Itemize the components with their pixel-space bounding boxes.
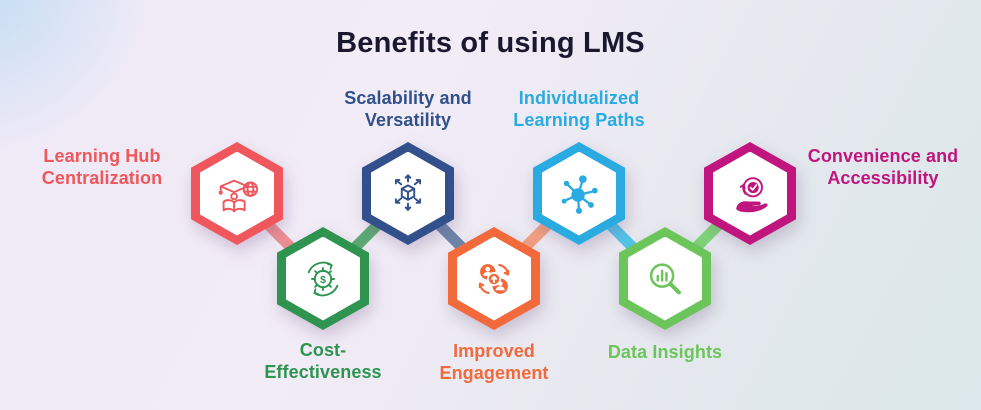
hexagon-border <box>191 142 283 245</box>
hexagon-convenience <box>704 142 796 245</box>
graduation-globe-icon <box>218 179 259 212</box>
cube-expand-icon <box>394 173 422 211</box>
magnifier-chart-icon <box>649 262 681 294</box>
label-convenience: Convenience and Accessibility <box>807 146 959 188</box>
label-engagement: Improved Engagement <box>439 341 549 383</box>
hexagon-border <box>362 142 454 245</box>
hand-check-icon <box>736 176 768 212</box>
hexagon-engagement <box>448 227 540 330</box>
label-learning-hub: Learning Hub Centralization <box>41 146 163 188</box>
label-scalability: Scalability and Versatility <box>344 88 472 130</box>
hexagon-inner <box>713 151 787 236</box>
hexagon-border <box>533 142 625 245</box>
hexagon-inner <box>628 236 702 321</box>
hexagon-inner <box>200 151 274 236</box>
hexagon-learning-paths <box>533 142 625 245</box>
gear-dollar-cycle-icon: $ <box>307 261 339 296</box>
hexagon-inner <box>542 151 616 236</box>
hexagon-data-insights <box>619 227 711 330</box>
hexagon-border <box>704 142 796 245</box>
hexagon-cost-effectiveness: $ <box>277 227 369 330</box>
svg-text:$: $ <box>320 273 326 285</box>
hexagon-border <box>619 227 711 330</box>
hexagon-inner: $ <box>286 236 360 321</box>
page-title: Benefits of using LMS <box>336 27 645 59</box>
label-cost-effectiveness: Cost-Effectiveness <box>264 340 382 382</box>
hexagon-border <box>448 227 540 330</box>
hexagon-inner <box>457 236 531 321</box>
hexagon-scalability <box>362 142 454 245</box>
label-data-insights: Data Insights <box>607 342 723 362</box>
hexagon-inner <box>371 151 445 236</box>
people-growth-icon <box>478 263 510 294</box>
label-learning-paths: Individualized Learning Paths <box>513 88 645 130</box>
network-paths-icon <box>561 174 598 214</box>
hexagon-border: $ <box>277 227 369 330</box>
hexagon-learning-hub <box>191 142 283 245</box>
